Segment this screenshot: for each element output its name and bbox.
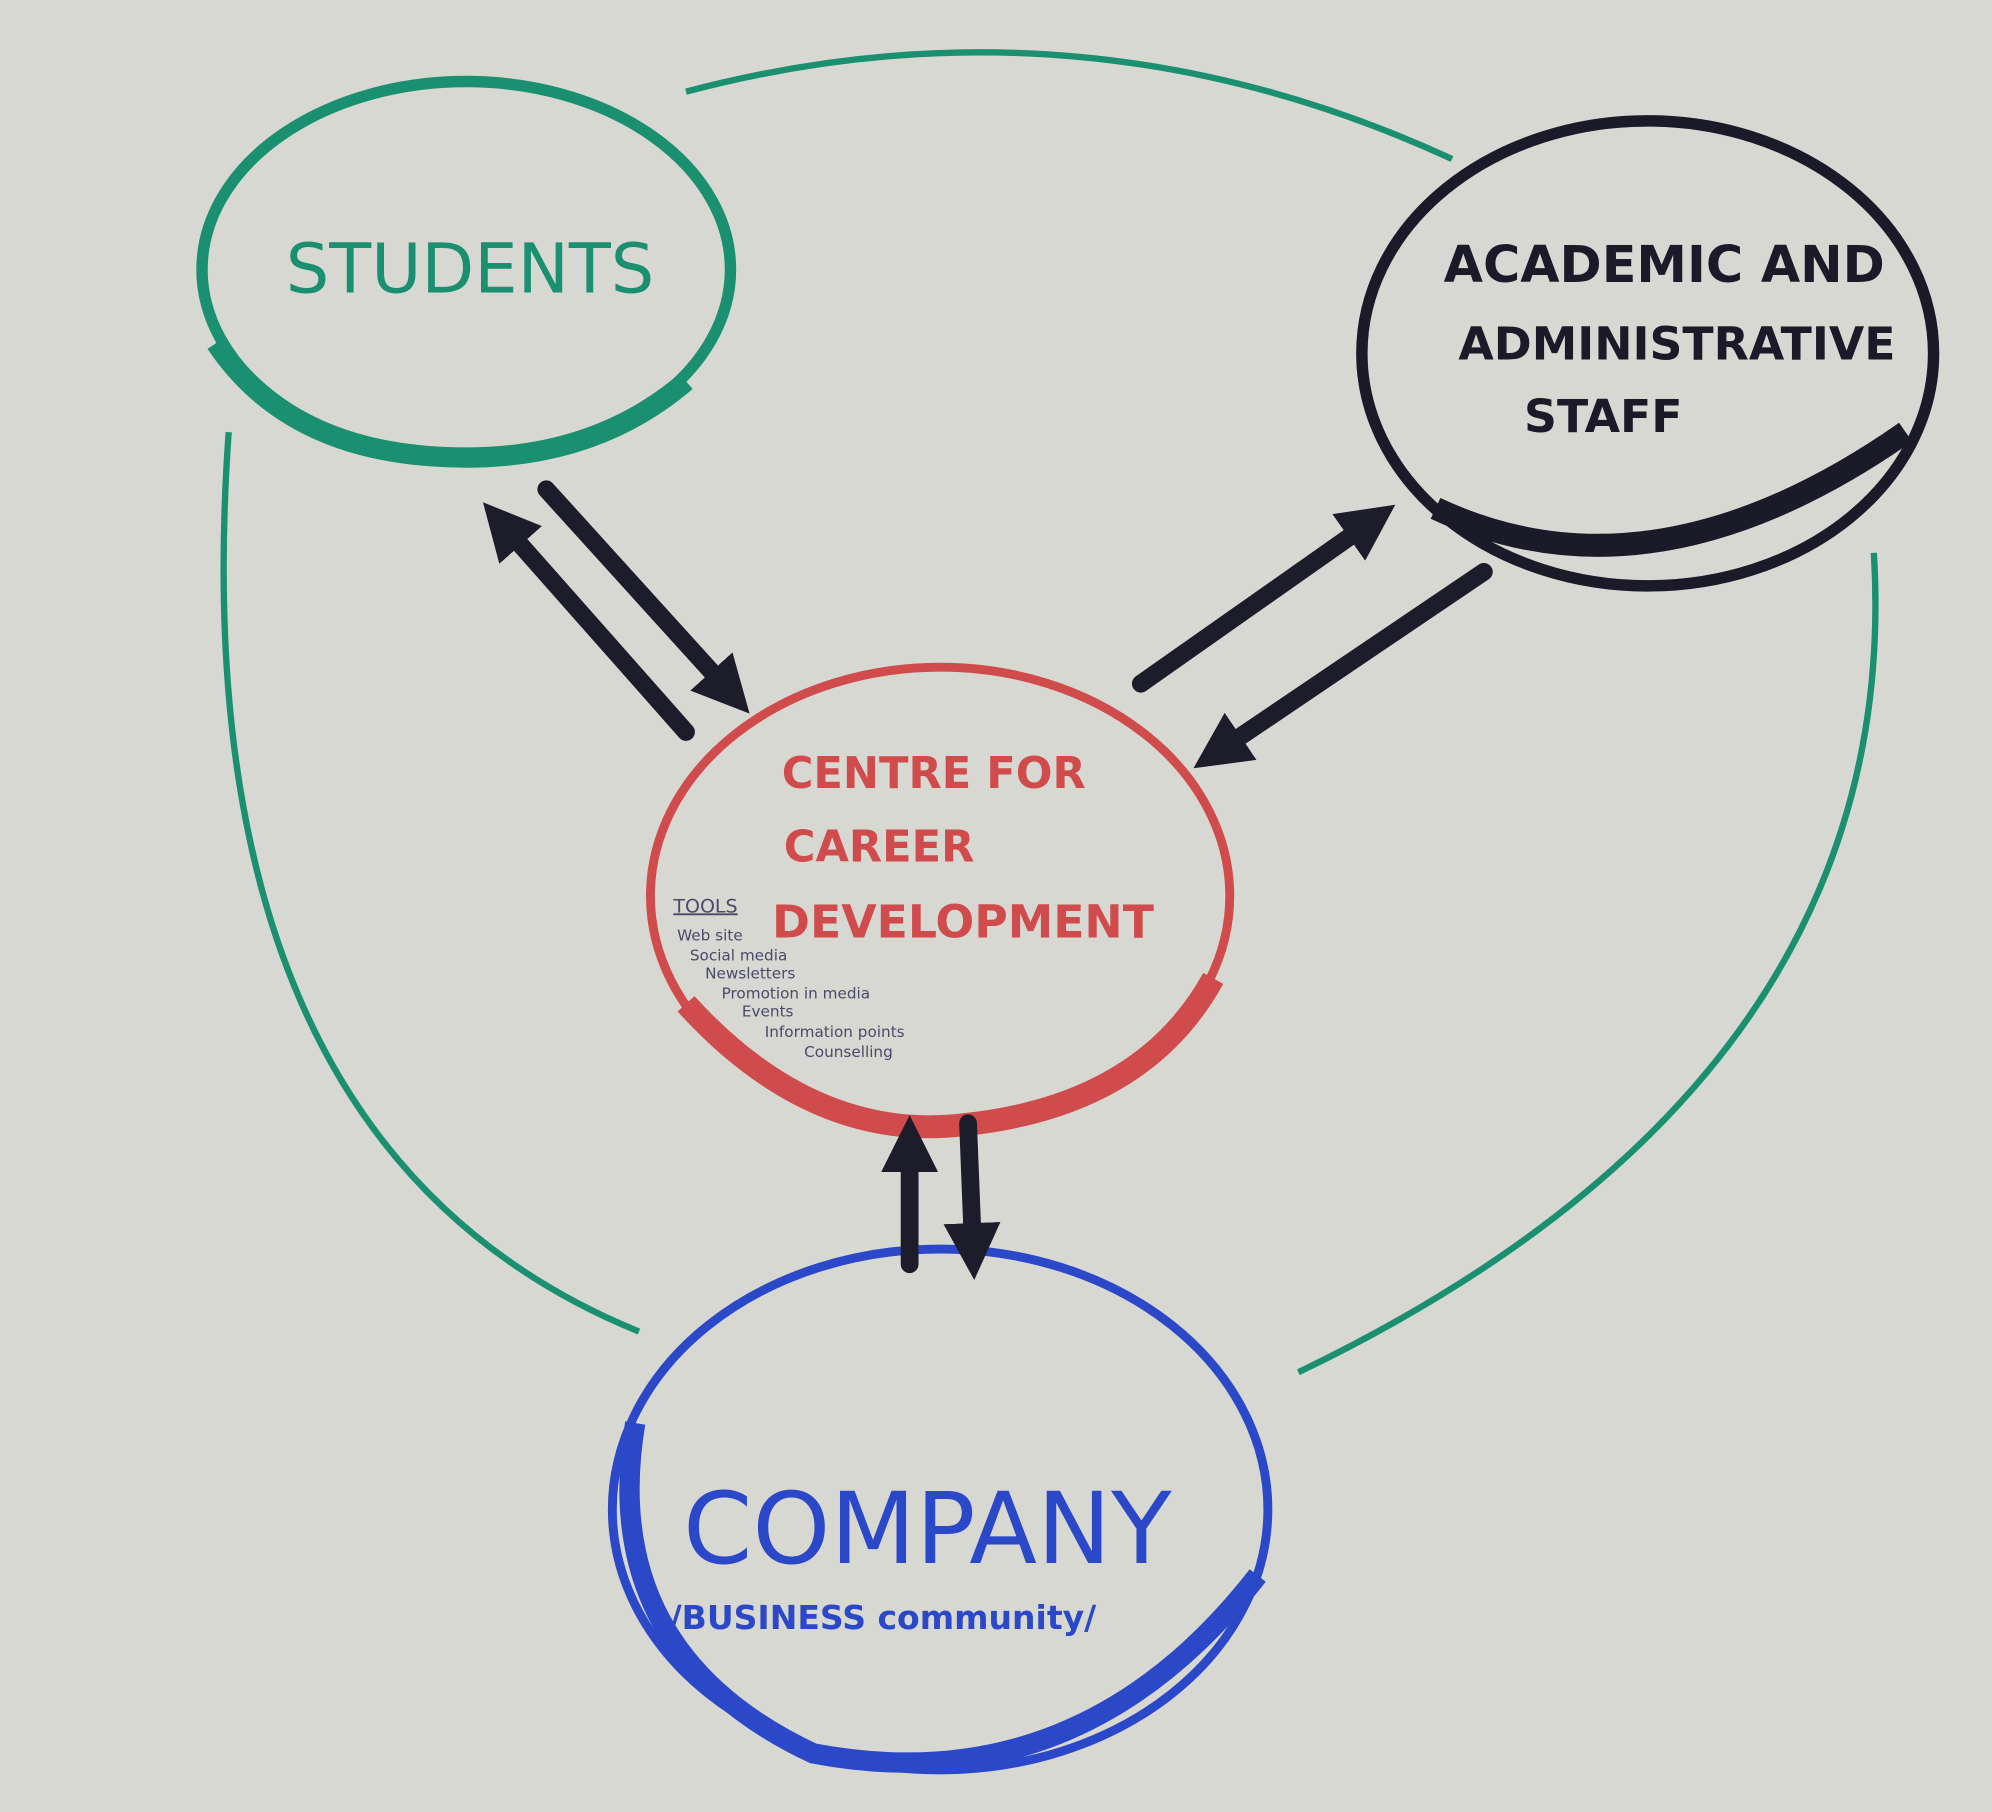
node-students: STUDENTS <box>196 75 737 468</box>
tools-title: TOOLS <box>672 895 737 917</box>
staff-label-line3: STAFF <box>1524 390 1682 443</box>
tool-item: Promotion in media <box>722 985 871 1003</box>
node-staff: ACADEMIC AND ADMINISTRATIVE STAFF <box>1356 115 1940 592</box>
company-label: COMPANY <box>683 1472 1172 1587</box>
staff-label-line1: ACADEMIC AND <box>1444 235 1885 294</box>
centre-label-line1: CENTRE FOR <box>782 749 1086 799</box>
tool-item: Social media <box>690 947 787 965</box>
arrow-staff-to-centre <box>1193 562 1493 769</box>
node-company: COMPANY /BUSINESS community/ <box>607 1244 1273 1775</box>
link-staff-company <box>1296 552 1879 1376</box>
tool-item: Counselling <box>804 1043 893 1061</box>
arrow-centre-to-staff <box>1131 504 1396 693</box>
students-label: STUDENTS <box>286 229 655 309</box>
centre-label-line2: CAREER <box>784 823 975 873</box>
arrow-students-to-centre <box>537 480 750 714</box>
link-students-staff <box>685 49 1454 162</box>
link-students-company <box>220 431 641 1335</box>
tool-item: Newsletters <box>705 964 795 982</box>
staff-label-line2: ADMINISTRATIVE <box>1458 318 1895 371</box>
centre-label-line3: DEVELOPMENT <box>772 896 1154 949</box>
company-sublabel: /BUSINESS community/ <box>670 1598 1098 1637</box>
tool-item: Events <box>742 1003 794 1021</box>
tool-item: Web site <box>677 926 743 944</box>
arrow-centre-to-company <box>943 1114 1001 1280</box>
tools-list: TOOLS Web site Social media Newsletters … <box>672 895 904 1061</box>
tool-item: Information points <box>765 1023 905 1041</box>
arrow-centre-to-students <box>482 502 695 741</box>
